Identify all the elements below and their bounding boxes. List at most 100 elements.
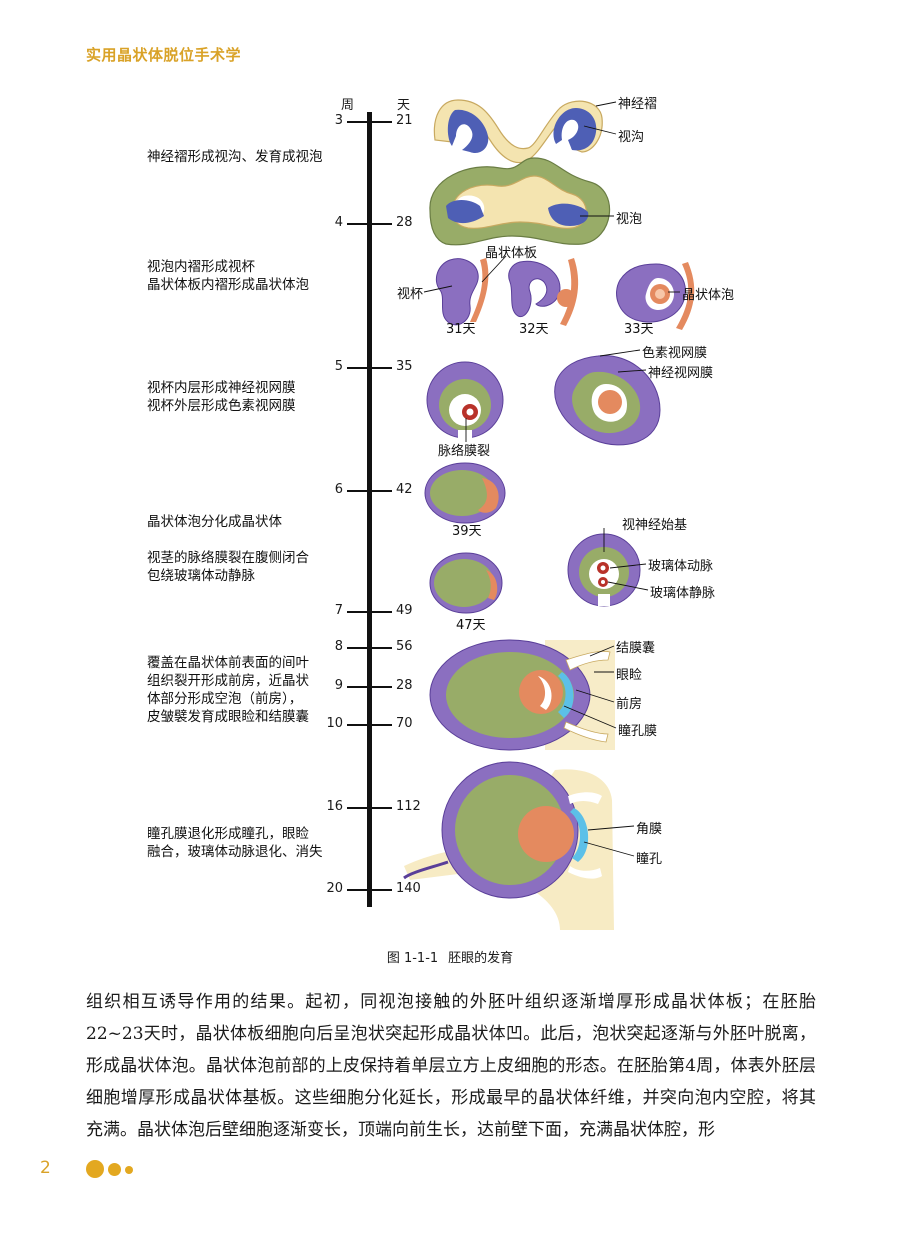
- tick-mark: [347, 611, 392, 613]
- timeline-axis: [367, 112, 372, 907]
- tick-day: 35: [396, 359, 413, 374]
- tick-week: 5: [334, 359, 343, 374]
- label-lens-vesicle: 晶状体泡: [682, 288, 735, 303]
- description-line: 皮皱襞发育成眼睑和结膜囊: [147, 709, 309, 725]
- stage-description: 晶状体泡分化成晶状体: [147, 513, 282, 531]
- label-hyaloid-vein: 玻璃体静脉: [650, 586, 716, 601]
- label-cornea: 角膜: [636, 822, 663, 837]
- retina-layers-drawing: [554, 355, 661, 446]
- optic-cup-32: [508, 258, 579, 326]
- day-column-heading: 天: [397, 98, 411, 113]
- label-neural-fold: 神经褶: [618, 97, 658, 112]
- optic-cup-choroid-fissure: [426, 361, 504, 442]
- hyaloid-vessels-drawing: [567, 533, 641, 607]
- label-neural-retina: 神经视网膜: [648, 366, 714, 381]
- label-day-32: 32天: [519, 322, 549, 337]
- label-conjunctival-sac: 结膜囊: [616, 641, 656, 656]
- tick-week: 16: [326, 799, 343, 814]
- description-line: 视泡内褶形成视杯: [147, 259, 255, 275]
- tick-day: 140: [396, 881, 421, 896]
- tick-day: 21: [396, 113, 413, 128]
- tick-day: 70: [396, 716, 413, 731]
- caption-title: 胚眼的发育: [448, 951, 514, 966]
- neural-fold-drawing: [433, 99, 603, 164]
- tick-day: 56: [396, 639, 413, 654]
- tick-day: 42: [396, 482, 413, 497]
- tick-mark: [347, 724, 392, 726]
- tick-mark: [347, 686, 392, 688]
- optic-cup-31: [435, 258, 489, 326]
- tick-week: 7: [334, 603, 343, 618]
- tick-week: 4: [334, 215, 343, 230]
- tick-mark: [347, 490, 392, 492]
- page-number: 2: [40, 1158, 51, 1178]
- description-line: 瞳孔膜退化形成瞳孔，眼睑: [147, 826, 309, 842]
- optic-vesicle-drawing: [429, 157, 611, 246]
- week-column-heading: 周: [341, 98, 355, 113]
- description-line: 晶状体泡分化成晶状体: [147, 514, 282, 530]
- label-pupil: 瞳孔: [636, 852, 663, 867]
- small-dot-icon: [125, 1166, 133, 1174]
- tick-mark: [347, 807, 392, 809]
- anterior-chamber-drawing: [429, 639, 615, 751]
- label-day-31: 31天: [446, 322, 476, 337]
- stage-description: 覆盖在晶状体前表面的间叶 组织裂开形成前房，近晶状 体部分形成空泡（前房）， 皮…: [147, 654, 309, 726]
- tick-week: 8: [334, 639, 343, 654]
- tick-mark: [347, 889, 392, 891]
- tick-week: 10: [326, 716, 343, 731]
- running-header: 实用晶状体脱位手术学: [86, 46, 242, 64]
- tick-mark: [347, 367, 392, 369]
- label-optic-cup: 视杯: [397, 287, 424, 302]
- tick-week: 9: [334, 678, 343, 693]
- description-line: 视杯内层形成神经视网膜: [147, 380, 296, 396]
- lens-47-days: [429, 552, 503, 614]
- label-day-33: 33天: [624, 322, 654, 337]
- description-line: 视杯外层形成色素视网膜: [147, 398, 296, 414]
- body-text: 组织相互诱导作用的结果。起初，同视泡接触的外胚叶组织逐渐增厚形成晶状体板；在胚胎…: [86, 986, 816, 1146]
- stage-description: 视茎的脉络膜裂在腹侧闭合 包绕玻璃体动静脉: [147, 549, 309, 585]
- label-choroid-fissure: 脉络膜裂: [438, 444, 491, 459]
- label-optic-sulcus: 视沟: [618, 130, 645, 145]
- label-anterior-chamber: 前房: [616, 697, 643, 712]
- description-line: 组织裂开形成前房，近晶状: [147, 673, 309, 689]
- medium-dot-icon: [108, 1163, 121, 1176]
- stage-description: 瞳孔膜退化形成瞳孔，眼睑 融合，玻璃体动脉退化、消失: [147, 825, 323, 861]
- description-line: 覆盖在晶状体前表面的间叶: [147, 655, 309, 671]
- tick-day: 49: [396, 603, 413, 618]
- description-line: 融合，玻璃体动脉退化、消失: [147, 844, 323, 860]
- tick-day: 112: [396, 799, 421, 814]
- caption-number: 图 1-1-1: [386, 951, 439, 966]
- tick-week: 3: [334, 113, 343, 128]
- label-day-39: 39天: [452, 524, 482, 539]
- label-eyelid: 眼睑: [616, 668, 643, 683]
- stage-description: 视杯内层形成神经视网膜 视杯外层形成色素视网膜: [147, 379, 296, 415]
- label-pigment-retina: 色素视网膜: [642, 346, 708, 361]
- lens-39-days: [424, 462, 506, 524]
- embryo-eye-figure: [403, 99, 695, 930]
- pupil-formation-drawing: [403, 761, 614, 930]
- leader-lines: [423, 101, 680, 857]
- label-optic-vesicle: 视泡: [616, 212, 643, 227]
- label-optic-nerve-primordium: 视神经始基: [622, 518, 688, 533]
- description-line: 神经褶形成视沟、发育成视泡: [147, 149, 323, 165]
- label-lens-placode: 晶状体板: [485, 246, 538, 261]
- figure-caption: 图 1-1-1 胚眼的发育: [0, 947, 900, 966]
- label-hyaloid-artery: 玻璃体动脉: [648, 559, 714, 574]
- description-line: 视茎的脉络膜裂在腹侧闭合: [147, 550, 309, 566]
- description-line: 晶状体板内褶形成晶状体泡: [147, 277, 309, 293]
- tick-mark: [347, 121, 392, 123]
- tick-mark: [347, 647, 392, 649]
- stage-description: 视泡内褶形成视杯 晶状体板内褶形成晶状体泡: [147, 258, 309, 294]
- body-paragraph: 组织相互诱导作用的结果。起初，同视泡接触的外胚叶组织逐渐增厚形成晶状体板；在胚胎…: [86, 992, 816, 1140]
- tick-week: 20: [326, 881, 343, 896]
- optic-cup-33: [616, 262, 695, 330]
- tick-mark: [347, 223, 392, 225]
- description-line: 体部分形成空泡（前房），: [147, 691, 303, 707]
- label-pupillary-membrane: 瞳孔膜: [618, 724, 658, 739]
- stage-description: 神经褶形成视沟、发育成视泡: [147, 148, 323, 166]
- tick-day: 28: [396, 215, 413, 230]
- tick-day: 28: [396, 678, 413, 693]
- label-day-47: 47天: [456, 618, 486, 633]
- tick-week: 6: [334, 482, 343, 497]
- description-line: 包绕玻璃体动静脉: [147, 568, 255, 584]
